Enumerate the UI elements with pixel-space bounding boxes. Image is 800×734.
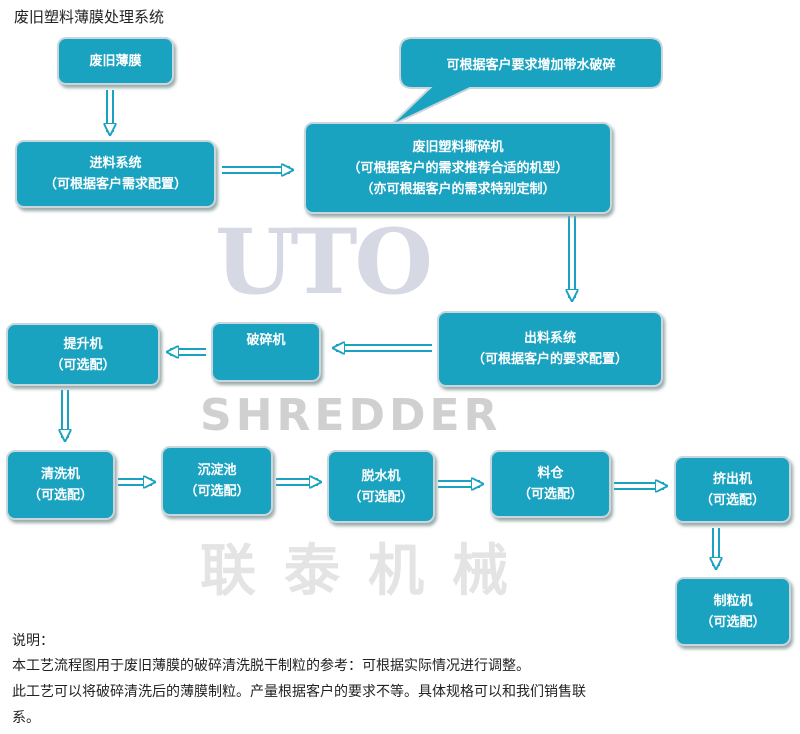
node-dewater: 脱水机 （可选配） [327,450,435,523]
node-label: 脱水机 [361,468,401,484]
callout-bubble-shape [389,37,663,127]
node-label: 进料系统 [89,156,142,171]
notes-line: 本工艺流程图用于废旧薄膜的破碎清洗脱干制粒的参考：可根据实际情况进行调整。 [12,658,530,674]
node-washer: 清洗机 （可选配） [6,450,115,520]
node-sublabel: （可选配） [27,488,93,503]
diagram-title: 废旧塑料薄膜处理系统 [14,8,165,26]
node-shredder: 废旧塑料撕碎机 （可根据客户的需求推荐合适的机型） （亦可根据客户的需求特别定制） [304,122,612,214]
node-label: 废旧塑料撕碎机 [412,139,504,155]
node-label: 出料系统 [523,331,576,346]
node-sublabel: （可选配） [700,614,766,630]
watermark-sub: SHREDDER [200,390,502,441]
node-label: 破碎机 [246,333,286,348]
node-sublabel: （可选配） [50,357,116,373]
node-extruder: 挤出机 （可选配） [674,456,791,523]
notes-line: 系。 [12,710,40,726]
node-sublabel: （可选配） [184,484,250,499]
callout-text: 可根据客户要求增加带水破碎 [446,57,616,73]
node-label: 清洗机 [40,467,80,482]
node-sublabel: （可选配） [517,487,583,502]
node-sublabel: （可根据客户需求配置） [43,177,187,192]
node-film: 废旧薄膜 [57,37,174,85]
node-sublabel: （可选配） [348,489,414,505]
node-silo: 料仓 （可选配） [490,450,611,518]
node-tank: 沉淀池 （可选配） [161,446,273,516]
notes-line: 此工艺可以将破碎清洗后的薄膜制粒。产量根据客户的要求不等。具体规格可以和我们销售… [12,684,586,700]
node-crusher: 破碎机 [211,322,321,382]
node-sublabel: （可根据客户的需求推荐合适的机型） [347,160,569,176]
node-label: 沉淀池 [197,463,237,478]
node-label: 制粒机 [713,593,753,609]
node-label: 提升机 [63,336,103,352]
node-feed: 进料系统 （可根据客户需求配置） [15,140,216,208]
node-pelletizer: 制粒机 （可选配） [675,577,791,646]
node-sublabel: （可根据客户的要求配置） [471,352,628,367]
watermark-logo: UTO [215,209,433,315]
watermark-cn: 联泰机械 [200,538,536,604]
node-discharge: 出料系统 （可根据客户的要求配置） [437,311,663,387]
node-lifter: 提升机 （可选配） [6,323,160,386]
node-label: 废旧薄膜 [89,53,142,69]
node-sublabel: （可选配） [699,492,765,508]
notes-heading: 说明： [12,633,54,649]
node-sublabel: （亦可根据客户的需求特别定制） [360,181,556,197]
node-label: 料仓 [537,466,564,481]
node-label: 挤出机 [712,471,752,487]
